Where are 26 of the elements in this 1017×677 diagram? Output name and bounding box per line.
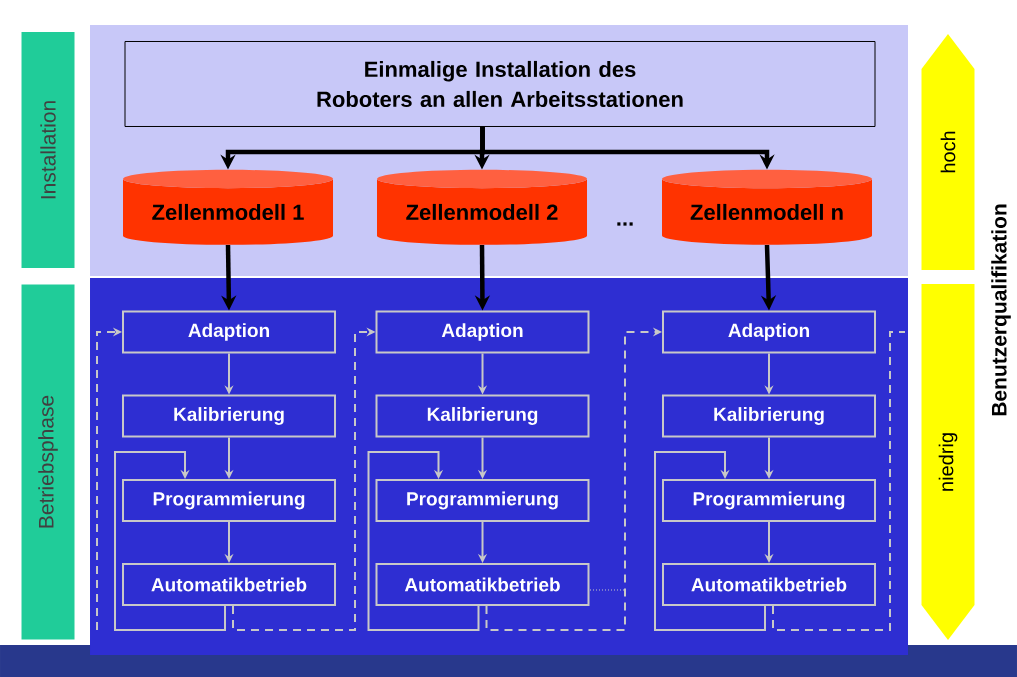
database-cylinder: Zellenmodell n (662, 169, 872, 245)
phase-band: Betriebsphase (21, 284, 75, 640)
process-box: Einmalige Installation des Roboters an allen Arbeitsstationen (124, 41, 876, 127)
process-box: Adaption (122, 310, 336, 354)
axis-label: Benutzerqualifikation (991, 204, 1011, 416)
connector-arrow (96, 327, 122, 631)
process-box: Programmierung (122, 479, 336, 522)
process-box: Kalibrierung (122, 394, 336, 438)
database-cylinder: Zellenmodell 2 (377, 169, 587, 245)
database-cylinder: Zellenmodell 1 (123, 169, 333, 245)
process-box: Programmierung (662, 479, 876, 522)
connector-arrow (654, 451, 766, 631)
connector-arrow (367, 451, 480, 631)
phase-band: Installation (21, 32, 75, 268)
process-box: Kalibrierung (662, 394, 876, 438)
connector-line (772, 331, 906, 631)
connector-arrow (485, 327, 662, 631)
process-box: Adaption (662, 310, 876, 354)
process-box: Adaption (375, 310, 590, 354)
ellipsis: ... (617, 222, 633, 226)
process-box: Programmierung (375, 479, 590, 522)
process-box: Automatikbetrieb (375, 563, 590, 606)
process-box: Kalibrierung (375, 394, 590, 438)
connector-arrow (114, 451, 226, 631)
process-box: Automatikbetrieb (662, 563, 876, 606)
process-box: Automatikbetrieb (122, 563, 336, 606)
